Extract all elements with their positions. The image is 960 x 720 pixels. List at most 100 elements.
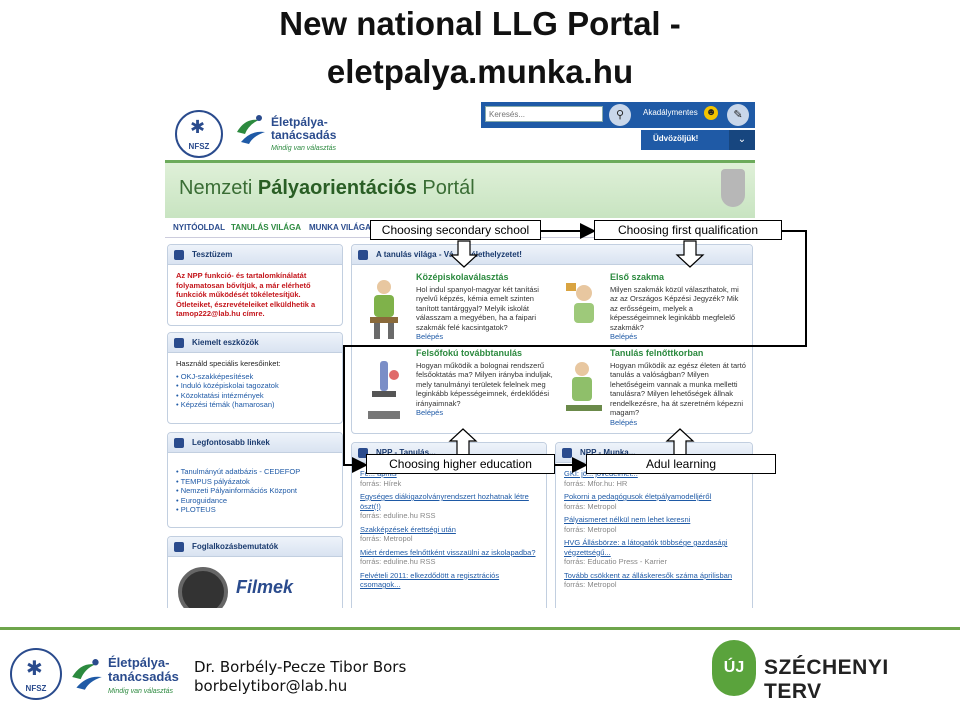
section-heading[interactable]: Felsőfokú továbbtanulás bbox=[416, 348, 523, 358]
section-heading[interactable]: Középiskolaválasztás bbox=[416, 272, 509, 282]
tesztuzem-title: Tesztüzem bbox=[192, 250, 233, 259]
footer-nfsz-text: NFSZ bbox=[25, 684, 47, 693]
link-item[interactable]: TEMPUS pályázatok bbox=[176, 477, 336, 487]
section-heading[interactable]: Első szakma bbox=[610, 272, 665, 282]
enter-link[interactable]: Belépés bbox=[610, 417, 638, 427]
foglalkozasbemutatok-box: Foglalkozásbemutatók Filmek bbox=[167, 536, 343, 608]
callout-secondary-school: Choosing secondary school bbox=[370, 220, 541, 240]
enter-link[interactable]: Belépés bbox=[416, 408, 444, 417]
box-icon bbox=[174, 542, 184, 552]
search-icon[interactable]: ⚲ bbox=[609, 104, 631, 126]
news-title[interactable]: Felvételi 2011: elkezdődött a regisztrác… bbox=[360, 570, 500, 590]
footer-ep-tagline: Mindig van választás bbox=[108, 688, 173, 695]
author-name: Dr. Borbély-Pecze Tibor Bors bbox=[194, 658, 407, 676]
kiemelt-body: Használd speciális keresőinket: OKJ-szak… bbox=[176, 359, 336, 410]
search-input[interactable] bbox=[485, 106, 603, 122]
welcome-label: Üdvözöljük! bbox=[653, 134, 699, 143]
person-icon: ✱ bbox=[26, 658, 43, 680]
portal-banner: Nemzeti Pályaorientációs Portál bbox=[165, 160, 755, 218]
footer-divider bbox=[0, 627, 960, 630]
news-title[interactable]: Tovább csökkent az álláskeresők száma áp… bbox=[564, 570, 732, 580]
news-source: forrás: Metropol bbox=[564, 580, 617, 589]
tesztuzem-text: Az NPP funkció- és tartalomkínálatát fol… bbox=[176, 271, 316, 318]
news-source: forrás: eduline.hu RSS bbox=[360, 511, 436, 520]
section-text: Milyen szakmák közül választhatok, mi az… bbox=[610, 284, 739, 332]
news-title[interactable]: Egységes diákigazolványrendszert hozhatn… bbox=[360, 492, 529, 511]
news-item: Felvételi 2011: elkezdődött a regisztrác… bbox=[360, 571, 540, 590]
author-info: Dr. Borbély-Pecze Tibor Bors borbelytibo… bbox=[194, 658, 406, 696]
nfsz-logo[interactable]: ✱ NFSZ bbox=[175, 110, 223, 158]
person-icon: ✱ bbox=[190, 117, 206, 137]
news-title[interactable]: HVG Állásbörze: a látogatók többsége gaz… bbox=[564, 538, 728, 557]
news-source: forrás: eduline.hu RSS bbox=[360, 557, 436, 566]
legfontosabb-linkek-box: Legfontosabb linkek Tanulmányút adatbázi… bbox=[167, 432, 343, 528]
news-item: Tovább csökkent az álláskeresők száma áp… bbox=[564, 571, 746, 590]
section-heading[interactable]: Tanulás felnőttkorban bbox=[610, 348, 704, 358]
eletpalya-swoosh-icon bbox=[72, 659, 102, 690]
news-title[interactable]: Miért érdemes felnőttként visszaülni az … bbox=[360, 547, 536, 557]
section-secondary-school: Középiskolaválasztás Hol indul spanyol-m… bbox=[416, 272, 554, 342]
portal-header: ✱ NFSZ Életpálya- tanácsadás Mindig van … bbox=[165, 102, 755, 160]
link-item[interactable]: Nemzeti Pályainformációs Központ bbox=[176, 486, 336, 496]
slide-title: New national LLG Portal - eletpalya.munk… bbox=[0, 0, 960, 96]
section-first-qualification: Első szakma Milyen szakmák közül választ… bbox=[610, 272, 748, 342]
settings-icon[interactable]: ✎ bbox=[727, 104, 749, 126]
tesztuzem-box: Tesztüzem Az NPP funkció- és tartalomkín… bbox=[167, 244, 343, 326]
footer-nfsz-logo: ✱ NFSZ bbox=[10, 648, 62, 700]
news-item: Pokorni a pedagógusok életpályamodelljér… bbox=[564, 492, 746, 511]
banner-title-bold: Pályaorientációs bbox=[257, 177, 417, 199]
film-label[interactable]: Filmek bbox=[236, 577, 294, 597]
section-text: Hol indul spanyol-magyar két tanítási ny… bbox=[416, 284, 539, 332]
chevron-down-icon[interactable]: ⌄ bbox=[729, 130, 755, 150]
nav-learning-world[interactable]: TANULÁS VILÁGA bbox=[231, 223, 302, 232]
footer-eletpalya-logo: Életpálya- tanácsadás Mindig van választ… bbox=[70, 652, 185, 702]
news-title[interactable]: Pokorni a pedagógusok életpályamodelljér… bbox=[564, 492, 712, 501]
kiemelt-eszkozok-box: Kiemelt eszközök Használd speciális kere… bbox=[167, 332, 343, 424]
kiemelt-item[interactable]: Induló középiskolai tagozatok bbox=[176, 381, 336, 391]
section-higher-education: Felsőfokú továbbtanulás Hogyan működik a… bbox=[416, 348, 554, 418]
eletpalya-logo-line2: tanácsadás bbox=[271, 128, 337, 142]
kiemelt-item[interactable]: Közoktatási intézmények bbox=[176, 391, 336, 401]
eletpalya-swoosh-icon bbox=[237, 115, 265, 144]
eletpalya-logo[interactable]: Életpálya- tanácsadás Mindig van választ… bbox=[235, 110, 345, 158]
news-item: Egységes diákigazolványrendszert hozhatn… bbox=[360, 492, 540, 521]
enter-link[interactable]: Belépés bbox=[416, 332, 444, 341]
accessibility-icon[interactable]: ☻ bbox=[704, 106, 718, 120]
legfontosabb-list: Tanulmányút adatbázis - CEDEFOP TEMPUS p… bbox=[176, 467, 336, 515]
box-icon bbox=[174, 338, 184, 348]
link-item[interactable]: Euroguidance bbox=[176, 496, 336, 506]
banner-title-suffix: Portál bbox=[416, 177, 475, 199]
legfontosabb-title: Legfontosabb linkek bbox=[192, 438, 270, 447]
enter-link[interactable]: Belépés bbox=[610, 332, 638, 341]
link-item[interactable]: Tanulmányút adatbázis - CEDEFOP bbox=[176, 467, 336, 477]
callout-first-qualification: Choosing first qualification bbox=[594, 220, 782, 240]
slide-title-line1: New national LLG Portal - bbox=[279, 5, 681, 42]
news-source: forrás: Educatio Press - Karrier bbox=[564, 557, 667, 566]
kiemelt-item[interactable]: Képzési témák (hamarosan) bbox=[176, 400, 336, 410]
coat-of-arms-icon bbox=[721, 169, 745, 207]
welcome-bar[interactable]: Üdvözöljük! ⌄ bbox=[641, 130, 755, 150]
box-icon bbox=[358, 250, 368, 260]
news-work-list: GKI: jö... jövedelmet...forrás: Mfor.hu:… bbox=[564, 469, 746, 594]
slide-title-line2: eletpalya.munka.hu bbox=[326, 53, 634, 90]
learning-world-box: A tanulás világa - Vá... ... élethelyzet… bbox=[351, 244, 753, 434]
adult-learner-illustration-icon bbox=[566, 362, 602, 411]
film-reel-icon[interactable] bbox=[178, 567, 228, 608]
box-icon bbox=[174, 250, 184, 260]
accessibility-label[interactable]: Akadálymentes bbox=[643, 108, 698, 117]
nav-home[interactable]: NYITÓOLDAL bbox=[173, 223, 225, 232]
kiemelt-list: OKJ-szakképesítések Induló középiskolai … bbox=[176, 372, 336, 410]
news-learning-list: Fe... áprilisforrás: Hírek Egységes diák… bbox=[360, 469, 540, 594]
news-title[interactable]: Pályaismeret nélkül nem lehet keresni bbox=[564, 515, 691, 524]
section-text: Hogyan működik a bolognai rendszerű fels… bbox=[416, 360, 553, 408]
nav-work-world[interactable]: MUNKA VILÁGA bbox=[309, 223, 371, 232]
kiemelt-item[interactable]: OKJ-szakképesítések bbox=[176, 372, 336, 382]
szechenyi-badge: ÚJ bbox=[712, 640, 756, 696]
link-item[interactable]: PLOTEUS bbox=[176, 505, 336, 515]
callout-adult-learning: Adul learning bbox=[586, 454, 776, 474]
learning-world-title: A tanulás világa - Vá... ... élethelyzet… bbox=[376, 250, 522, 259]
news-title[interactable]: Szakképzések érettségi után bbox=[360, 524, 456, 534]
banner-title-prefix: Nemzeti bbox=[179, 177, 258, 199]
news-source: forrás: Mfor.hu: HR bbox=[564, 478, 628, 488]
